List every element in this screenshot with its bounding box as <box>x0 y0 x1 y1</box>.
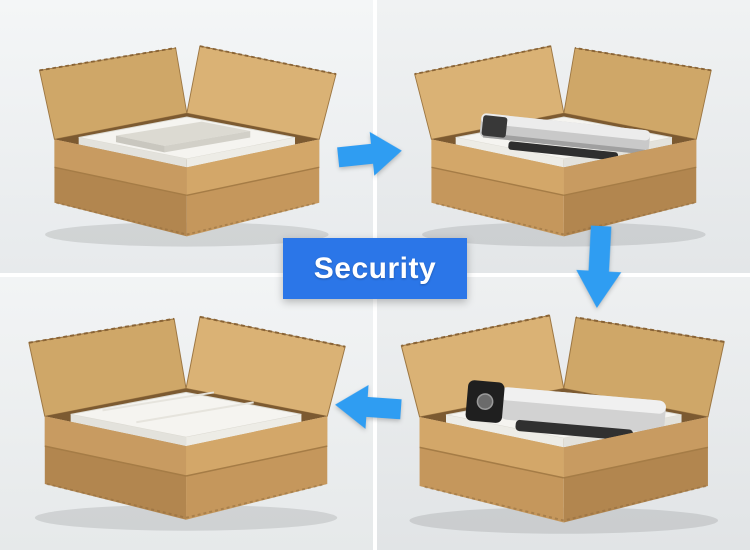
box-front-faces <box>419 416 708 523</box>
battery-pack <box>479 113 650 161</box>
box-back-flaps <box>38 45 337 140</box>
box-front-faces <box>53 139 320 237</box>
photo-box-with-battery <box>377 0 750 273</box>
carton-box-illustration <box>28 316 347 531</box>
photo-open-box-foam-sheet <box>0 277 373 550</box>
box-front-faces <box>430 139 697 237</box>
box-back-flaps <box>413 45 712 140</box>
photo-box-with-wrapped-battery <box>377 277 750 550</box>
security-badge-label: Security <box>313 251 437 285</box>
carton-box-illustration <box>38 45 337 247</box>
carton-box-illustration <box>400 314 725 534</box>
carton-box-illustration <box>413 45 712 247</box>
arrow-down-icon <box>576 225 622 308</box>
battery-pack-wrapped <box>465 379 666 441</box>
box-front-faces <box>45 416 328 520</box>
arrow-right-icon <box>337 131 402 176</box>
foam-cutout <box>115 121 250 153</box>
box-back-flaps <box>28 316 347 418</box>
arrow-left-icon <box>335 384 402 429</box>
security-badge: Security <box>283 238 467 299</box>
photo-open-box-empty-foam <box>0 0 373 273</box>
